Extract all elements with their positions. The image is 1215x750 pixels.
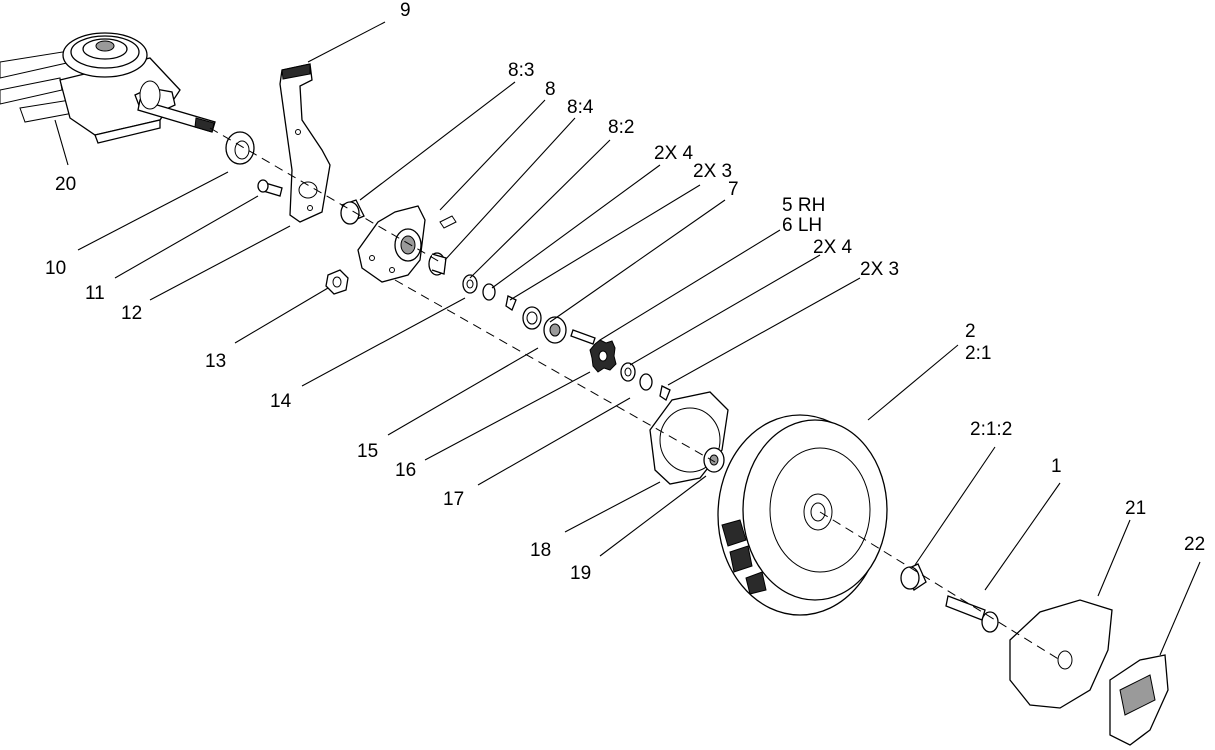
callout-6-lh: 6 LH: [782, 215, 822, 236]
callout-8-3: 8:3: [508, 60, 534, 81]
callout-8: 8: [545, 79, 556, 100]
callout-22: 22: [1184, 534, 1205, 555]
part-10-washer: [225, 131, 255, 165]
callout-7: 7: [728, 179, 739, 200]
callout-5-rh: 5 RH: [782, 195, 825, 216]
callout-2x3-lower: 2X 3: [860, 259, 899, 280]
part-22-hubcap: [1109, 654, 1169, 746]
callout-17: 17: [443, 489, 464, 510]
callout-14: 14: [270, 391, 292, 412]
callout-8-2: 8:2: [608, 117, 634, 138]
assembly-axis-line: [394, 279, 716, 463]
callout-16: 16: [395, 460, 416, 481]
washer-group-upper: [462, 274, 596, 345]
part-2-wheel: [717, 414, 888, 616]
wheel-axis-line: [819, 511, 1061, 661]
callout-1: 1: [1051, 456, 1062, 477]
leader-lines: [54, 21, 1201, 656]
part-11-bolt: [257, 179, 283, 197]
part-9-lever: [279, 63, 331, 223]
callout-2x4-upper: 2X 4: [654, 143, 694, 164]
callout-10: 10: [45, 258, 66, 279]
callout-2: 2: [965, 321, 976, 342]
callout-2x3-upper: 2X 3: [693, 161, 732, 182]
callout-18: 18: [530, 540, 551, 561]
part-20-transmission: [0, 32, 216, 144]
callout-20: 20: [55, 174, 76, 195]
callout-12: 12: [121, 303, 142, 324]
part-19-hub: [703, 447, 725, 473]
callout-2x4-lower: 2X 4: [813, 237, 853, 258]
callout-2-1-2: 2:1:2: [970, 419, 1012, 440]
callout-11: 11: [85, 283, 105, 304]
callout-13: 13: [205, 351, 226, 372]
callout-9: 9: [400, 0, 411, 21]
washer-group-lower: [620, 362, 671, 401]
part-8-2-spacer: [428, 252, 447, 276]
part-1-bolt: [945, 595, 999, 633]
callout-8-4: 8:4: [567, 97, 594, 118]
callout-19: 19: [570, 563, 591, 584]
callout-21: 21: [1125, 498, 1146, 519]
part-8-3-bushing: [340, 199, 365, 225]
callout-15: 15: [357, 441, 378, 462]
part-5-6-pinion-gear: [589, 339, 617, 373]
part-21-cover-disc: [1009, 599, 1113, 709]
part-2-1-2-bushing: [900, 563, 927, 591]
part-13-nut: [325, 269, 349, 295]
callout-2-1: 2:1: [965, 343, 991, 364]
callout-labels: 9 8:3 8 8:4 8:2 2X 4 2X 3 7 5 RH 6 LH 2X…: [45, 0, 1205, 584]
part-8-bracket: [357, 205, 457, 283]
